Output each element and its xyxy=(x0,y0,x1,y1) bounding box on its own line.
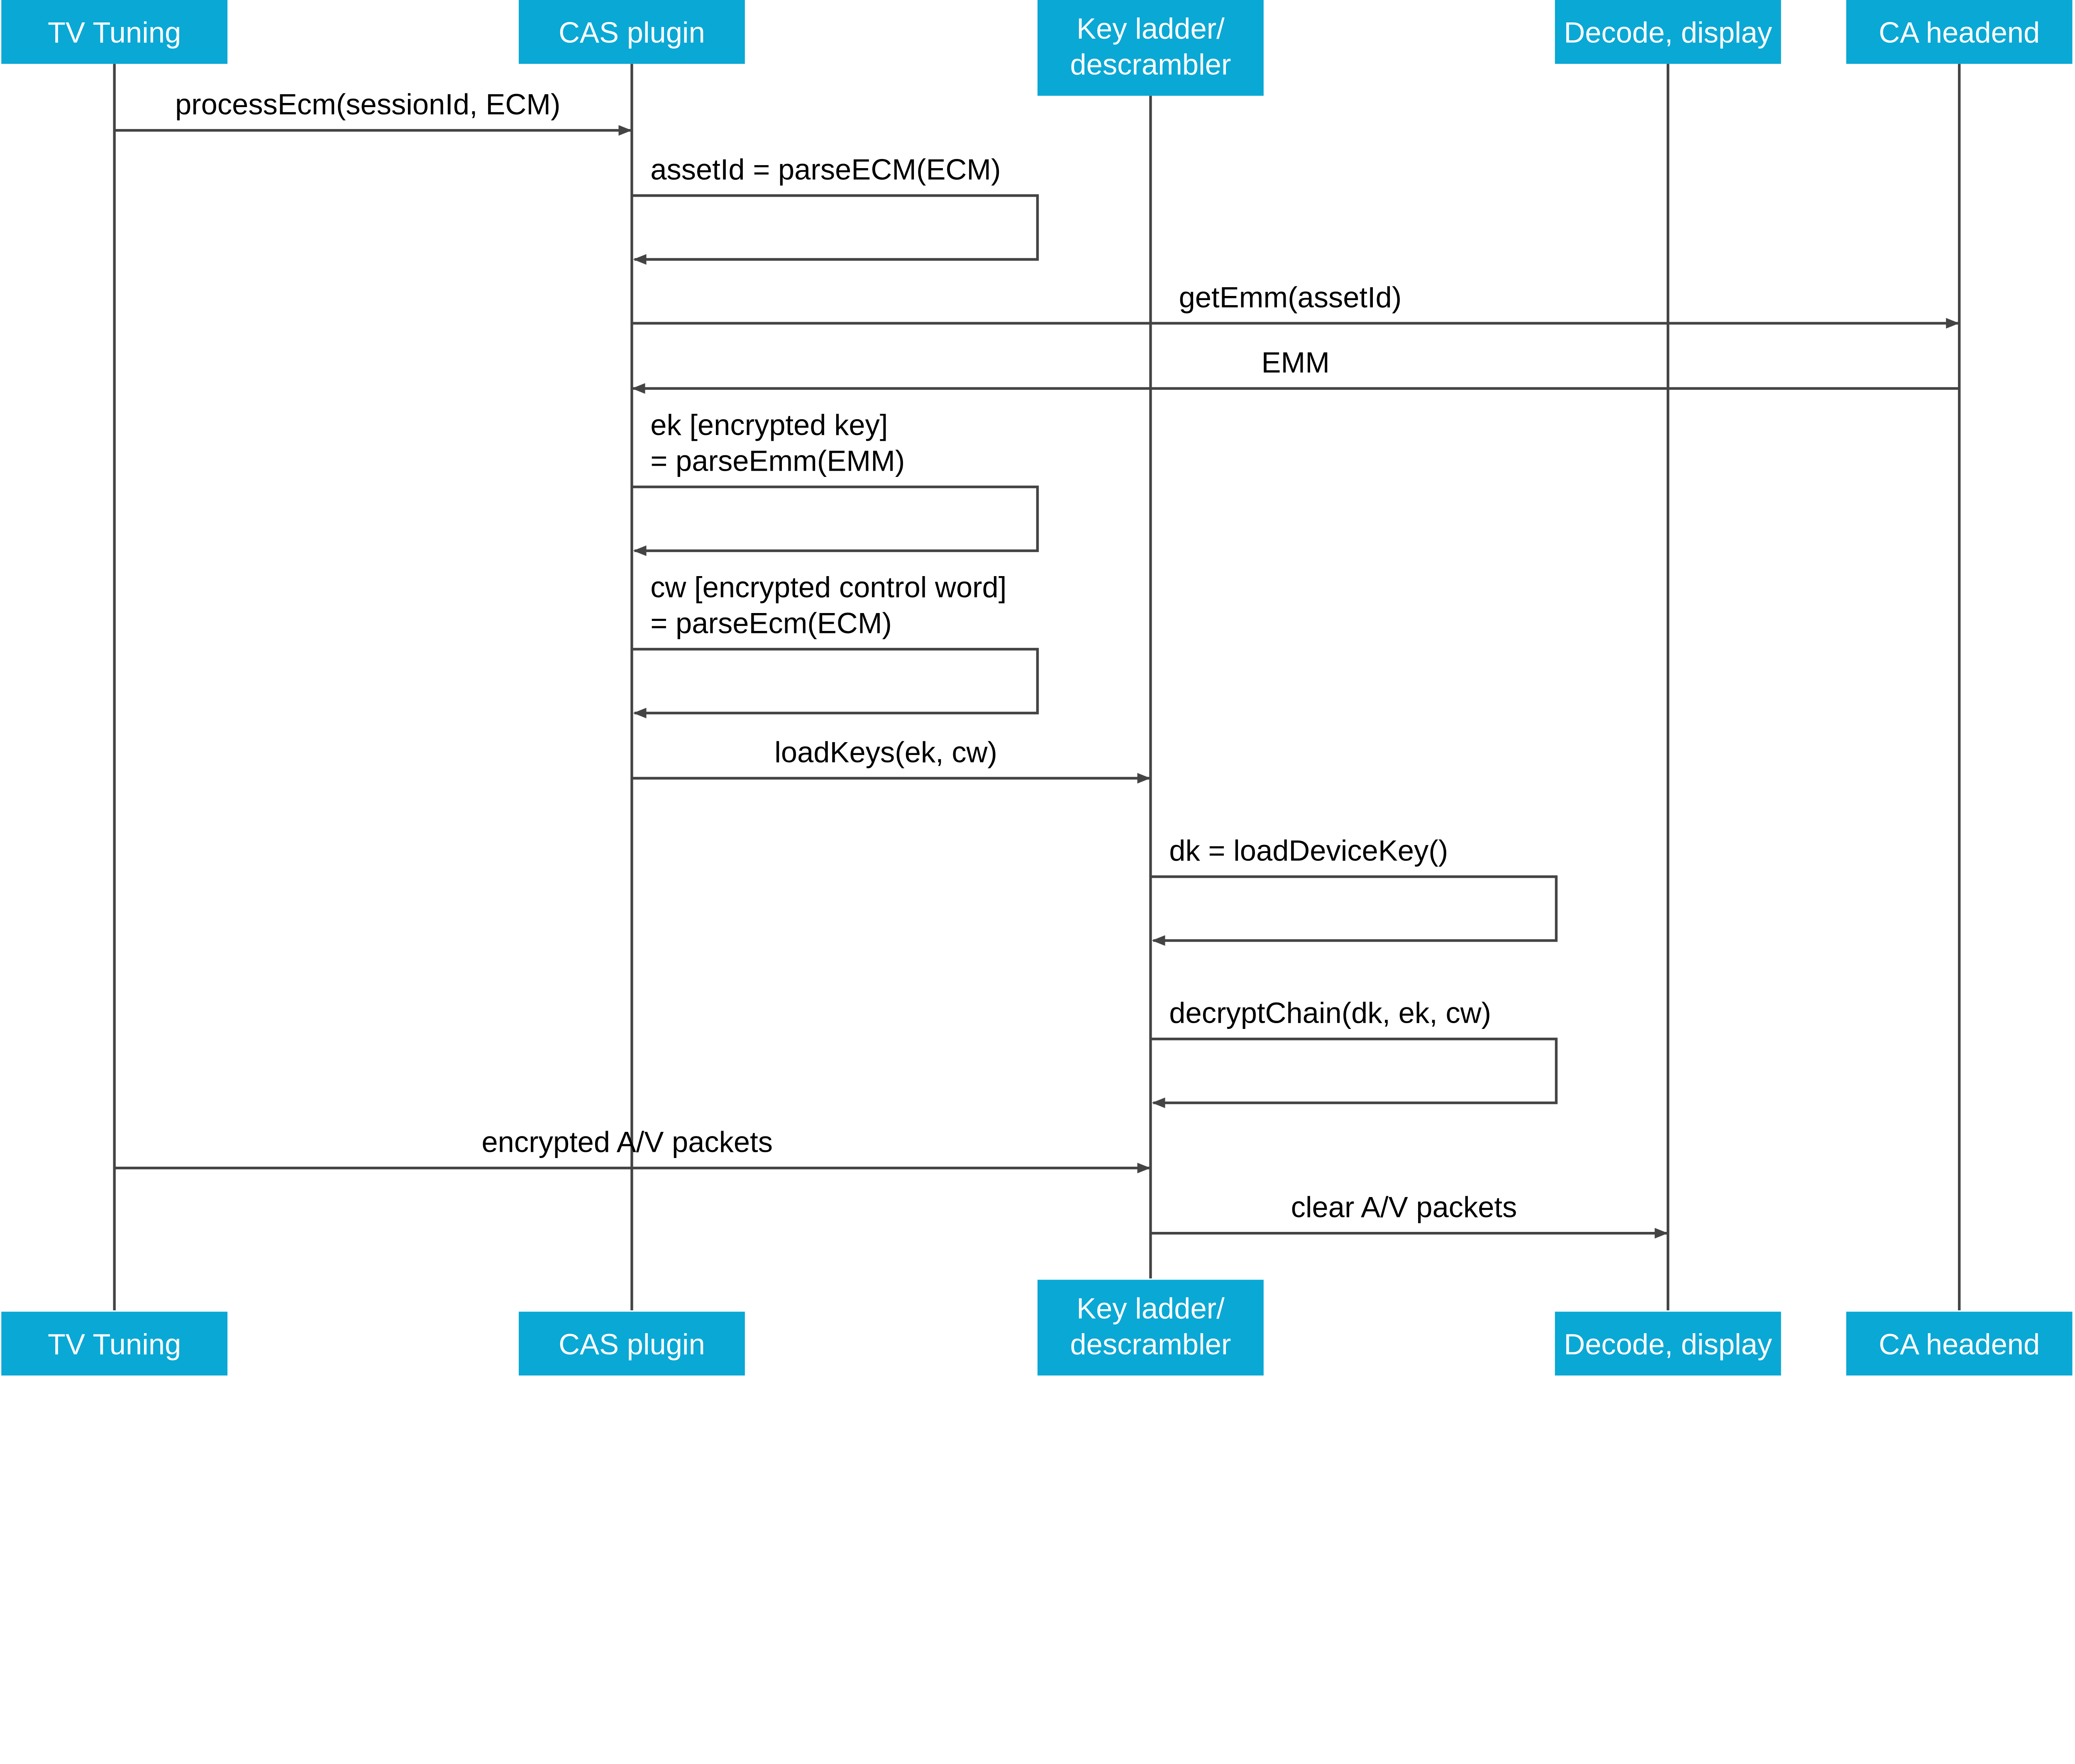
participant-bottom: Decode, display xyxy=(1555,1312,1781,1376)
participant-bottom: TV Tuning xyxy=(1,1312,228,1376)
participant-label: descrambler xyxy=(1070,1328,1231,1361)
messages: processEcm(sessionId, ECM) assetId = pars… xyxy=(114,88,1960,1239)
participant-label: TV Tuning xyxy=(48,1328,181,1361)
message: clear A/V packets xyxy=(1150,1191,1668,1239)
message: ek [encrypted key] = parseEmm(EMM) xyxy=(632,408,1039,556)
self-message-arrow xyxy=(632,647,1039,718)
message-label: = parseEcm(ECM) xyxy=(650,607,892,640)
participant-box xyxy=(519,0,745,64)
self-message-arrow xyxy=(1150,1037,1558,1108)
message-label: cw [encrypted control word] xyxy=(650,571,1006,603)
participant-label: Key ladder/ xyxy=(1077,12,1225,45)
participant-bottom: CAS plugin xyxy=(519,1312,745,1376)
participant-box xyxy=(1,0,228,64)
message-label: clear A/V packets xyxy=(1291,1191,1517,1224)
participant-label: TV Tuning xyxy=(48,16,181,49)
participant-box xyxy=(1555,1312,1781,1376)
participant-label: CA headend xyxy=(1879,16,2040,49)
sequence-diagram-canvas: processEcm(sessionId, ECM) assetId = pars… xyxy=(1,0,2073,1376)
participant-top: CA headend xyxy=(1846,0,2073,64)
participant-label: descrambler xyxy=(1070,48,1231,81)
message: encrypted A/V packets xyxy=(114,1126,1151,1173)
participant-bottom: Key ladder/descrambler xyxy=(1038,1280,1264,1376)
participant-label: Decode, display xyxy=(1564,1328,1772,1361)
message: dk = loadDeviceKey() xyxy=(1150,834,1558,946)
lifelines xyxy=(113,64,1961,1311)
participant-label: CAS plugin xyxy=(559,1328,705,1361)
self-message-arrow xyxy=(632,485,1039,556)
participant-top: CAS plugin xyxy=(519,0,745,64)
participant-top: Decode, display xyxy=(1555,0,1781,64)
message-label: dk = loadDeviceKey() xyxy=(1169,834,1448,867)
participant-top: TV Tuning xyxy=(1,0,228,64)
message: EMM xyxy=(632,346,1960,394)
message-label: processEcm(sessionId, ECM) xyxy=(175,88,560,121)
self-message-arrow xyxy=(1150,875,1558,946)
participant-label: Decode, display xyxy=(1564,16,1772,49)
message: cw [encrypted control word] = parseEcm(EC… xyxy=(632,571,1039,718)
message: assetId = parseECM(ECM) xyxy=(632,153,1039,265)
self-message-arrow xyxy=(632,194,1039,265)
message-label: = parseEmm(EMM) xyxy=(650,445,905,477)
message-label: encrypted A/V packets xyxy=(481,1126,773,1158)
message-label: ek [encrypted key] xyxy=(650,408,888,441)
participant-box xyxy=(1555,0,1781,64)
participant-box xyxy=(1,1312,228,1376)
participant-label: CAS plugin xyxy=(559,16,705,49)
message-label: decryptChain(dk, ek, cw) xyxy=(1169,997,1491,1029)
message: processEcm(sessionId, ECM) xyxy=(114,88,632,136)
sequence-diagram: processEcm(sessionId, ECM) assetId = pars… xyxy=(1,0,2073,1376)
message-label: EMM xyxy=(1262,346,1330,379)
participant-box xyxy=(519,1312,745,1376)
participant-box xyxy=(1038,1280,1264,1376)
participant-box xyxy=(1846,1312,2073,1376)
participant-box xyxy=(1846,0,2073,64)
message: loadKeys(ek, cw) xyxy=(632,736,1151,784)
message-label: getEmm(assetId) xyxy=(1179,281,1402,313)
message-label: loadKeys(ek, cw) xyxy=(774,736,997,769)
message-label: assetId = parseECM(ECM) xyxy=(650,153,1001,186)
participant-label: Key ladder/ xyxy=(1077,1292,1225,1324)
participant-box xyxy=(1038,0,1264,96)
participant-label: CA headend xyxy=(1879,1328,2040,1361)
participant-bottom: CA headend xyxy=(1846,1312,2073,1376)
participant-top: Key ladder/descrambler xyxy=(1038,0,1264,96)
message: decryptChain(dk, ek, cw) xyxy=(1150,997,1558,1108)
message: getEmm(assetId) xyxy=(632,281,1960,329)
